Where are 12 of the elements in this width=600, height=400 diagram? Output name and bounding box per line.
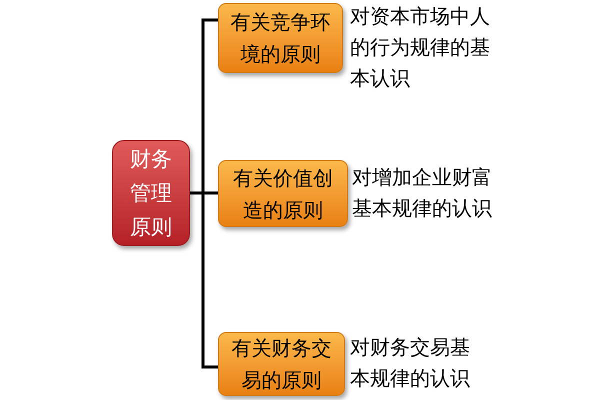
- node-label: 财务管理原则: [129, 146, 173, 241]
- description-text: 对财务交易基本规律的认识: [350, 334, 471, 392]
- node-label: 有关价值创造的原则: [232, 164, 334, 224]
- root-box: [112, 140, 190, 246]
- connector-line: [190, 192, 218, 368]
- principle-box: [218, 332, 345, 396]
- node-label: 有关竞争环境的原则: [230, 9, 332, 68]
- node-label: 有关财务交易的原则: [230, 335, 332, 394]
- principle-box: [218, 160, 348, 227]
- description-text: 对资本市场中人的行为规律的基本认识: [350, 3, 491, 92]
- description-text: 对增加企业财富基本规律的认识: [352, 164, 493, 222]
- principle-box: [218, 3, 343, 73]
